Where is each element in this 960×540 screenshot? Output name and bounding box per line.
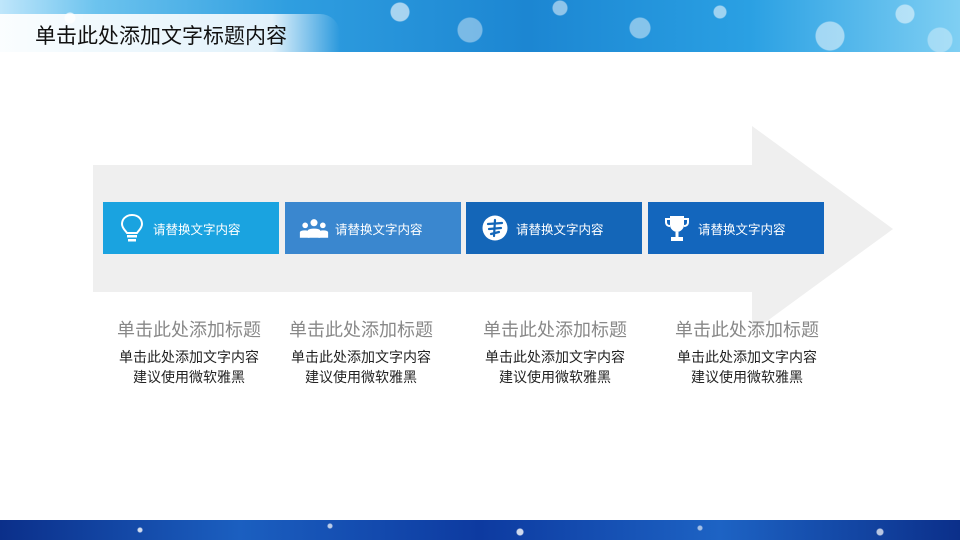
step-card-4-label: 请替换文字内容	[698, 221, 786, 237]
column-1-title[interactable]: 单击此处添加标题	[117, 320, 261, 341]
column-4-line-2[interactable]: 建议使用微软雅黑	[691, 370, 803, 386]
step-card-2-label: 请替换文字内容	[335, 221, 423, 237]
title-strip	[0, 14, 340, 52]
column-3-line-1[interactable]: 单击此处添加文字内容	[485, 350, 625, 366]
text-column-1: 单击此处添加标题 单击此处添加文字内容 建议使用微软雅黑	[89, 318, 289, 388]
step-card-2[interactable]: 请替换文字内容	[285, 202, 461, 254]
step-card-3-label: 请替换文字内容	[516, 221, 604, 237]
column-3-title[interactable]: 单击此处添加标题	[483, 320, 627, 341]
slide-title[interactable]: 单击此处添加文字标题内容	[35, 24, 287, 48]
text-column-2: 单击此处添加标题 单击此处添加文字内容 建议使用微软雅黑	[261, 318, 461, 388]
column-2-line-1[interactable]: 单击此处添加文字内容	[291, 350, 431, 366]
trophy-icon	[662, 213, 692, 243]
column-1-line-2[interactable]: 建议使用微软雅黑	[133, 370, 245, 386]
text-column-4: 单击此处添加标题 单击此处添加文字内容 建议使用微软雅黑	[647, 318, 847, 388]
step-card-1[interactable]: 请替换文字内容	[103, 202, 279, 254]
column-2-line-2[interactable]: 建议使用微软雅黑	[305, 370, 417, 386]
text-column-3: 单击此处添加标题 单击此处添加文字内容 建议使用微软雅黑	[455, 318, 655, 388]
lightbulb-icon	[117, 213, 147, 243]
column-3-line-2[interactable]: 建议使用微软雅黑	[499, 370, 611, 386]
step-card-3[interactable]: 请替换文字内容	[466, 202, 642, 254]
step-card-4[interactable]: 请替换文字内容	[648, 202, 824, 254]
column-4-line-1[interactable]: 单击此处添加文字内容	[677, 350, 817, 366]
column-2-title[interactable]: 单击此处添加标题	[289, 320, 433, 341]
badge-icon	[480, 213, 510, 243]
footer-banner	[0, 520, 960, 540]
team-icon	[299, 213, 329, 243]
step-card-1-label: 请替换文字内容	[153, 221, 241, 237]
column-1-line-1[interactable]: 单击此处添加文字内容	[119, 350, 259, 366]
column-4-title[interactable]: 单击此处添加标题	[675, 320, 819, 341]
